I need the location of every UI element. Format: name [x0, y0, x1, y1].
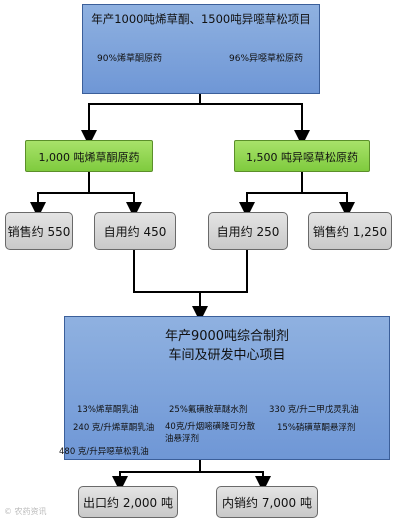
tech-label-left: 1,000 吨烯草酮原药: [38, 151, 140, 164]
watermark: © 农药资讯: [4, 507, 47, 516]
sale-box-left: 销售约 550: [5, 212, 73, 250]
tech-label-right: 1,500 吨异噁草松原药: [246, 151, 358, 164]
formulation-product: 330 克/升二甲戊灵乳油: [269, 405, 359, 415]
tech-box-right: 1,500 吨异噁草松原药: [234, 140, 370, 172]
formulation-product: 480 克/升异噁草松乳油: [59, 447, 149, 457]
tech-box-left: 1,000 吨烯草酮原药: [25, 140, 153, 172]
top-product-left: 90%烯草酮原药: [97, 54, 163, 64]
formulation-product: 240 克/升烯草酮乳油: [73, 423, 155, 433]
formulation-product: 40克/升烟嘧磺隆可分散油悬浮剂: [165, 422, 256, 444]
export-box: 出口约 2,000 吨: [78, 486, 178, 518]
self-use-box-right: 自用约 250: [208, 212, 288, 250]
formulation-product: 15%硝磺草酮悬浮剂: [277, 423, 356, 433]
formulation-title-line2: 车间及研发中心项目: [168, 348, 286, 363]
top-project-box: 年产1000吨烯草酮、1500吨异噁草松项目 90%烯草酮原药 96%异噁草松原…: [82, 4, 320, 94]
domestic-box: 内销约 7,000 吨: [216, 486, 318, 518]
top-product-right: 96%异噁草松原药: [229, 54, 304, 64]
formulation-product: 25%氟磺胺草醚水剂: [169, 405, 248, 415]
self-use-box-left: 自用约 450: [94, 212, 176, 250]
sale-box-right: 销售约 1,250: [308, 212, 392, 250]
formulation-title-line1: 年产9000吨综合制剂: [164, 329, 290, 344]
formulation-product: 13%烯草酮乳油: [77, 405, 139, 415]
top-project-title: 年产1000吨烯草酮、1500吨异噁草松项目: [91, 12, 311, 26]
formulation-box: 年产9000吨综合制剂 车间及研发中心项目 13%烯草酮乳油 25%氟磺胺草醚水…: [59, 316, 390, 460]
